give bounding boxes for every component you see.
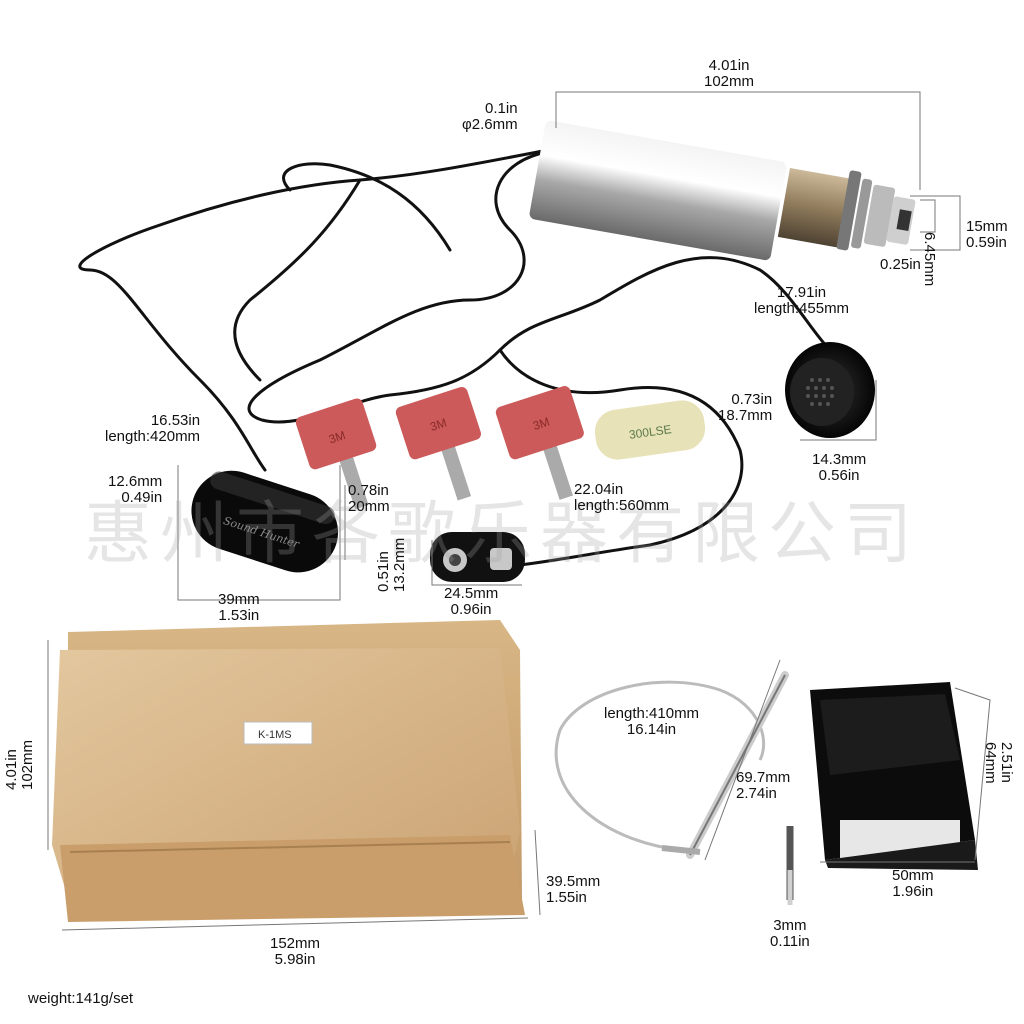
jack-tip-label: 6.45mm — [921, 232, 938, 287]
mounting-tapes: 3M 3M 3M 300LSE — [295, 386, 706, 510]
weight-label: weight:141g/set — [28, 990, 134, 1007]
svg-text:3M: 3M — [428, 415, 448, 433]
svg-text:3M: 3M — [531, 415, 551, 433]
tape-label-1: 3M — [327, 428, 347, 446]
battery-clip — [430, 532, 525, 582]
storage-pouch — [810, 682, 978, 870]
piezo-pickup — [554, 671, 794, 905]
box-label: K-1MS — [258, 729, 292, 741]
dimension-lines — [47, 91, 991, 931]
jack-tip-in-label: 0.25in — [880, 256, 921, 273]
output-jack — [529, 120, 916, 261]
cables — [78, 148, 832, 567]
preamp-module: Sound Hunter — [191, 470, 339, 573]
svg-text:300LSE: 300LSE — [628, 422, 672, 442]
microphone — [785, 342, 875, 438]
cardboard-box — [52, 620, 525, 922]
